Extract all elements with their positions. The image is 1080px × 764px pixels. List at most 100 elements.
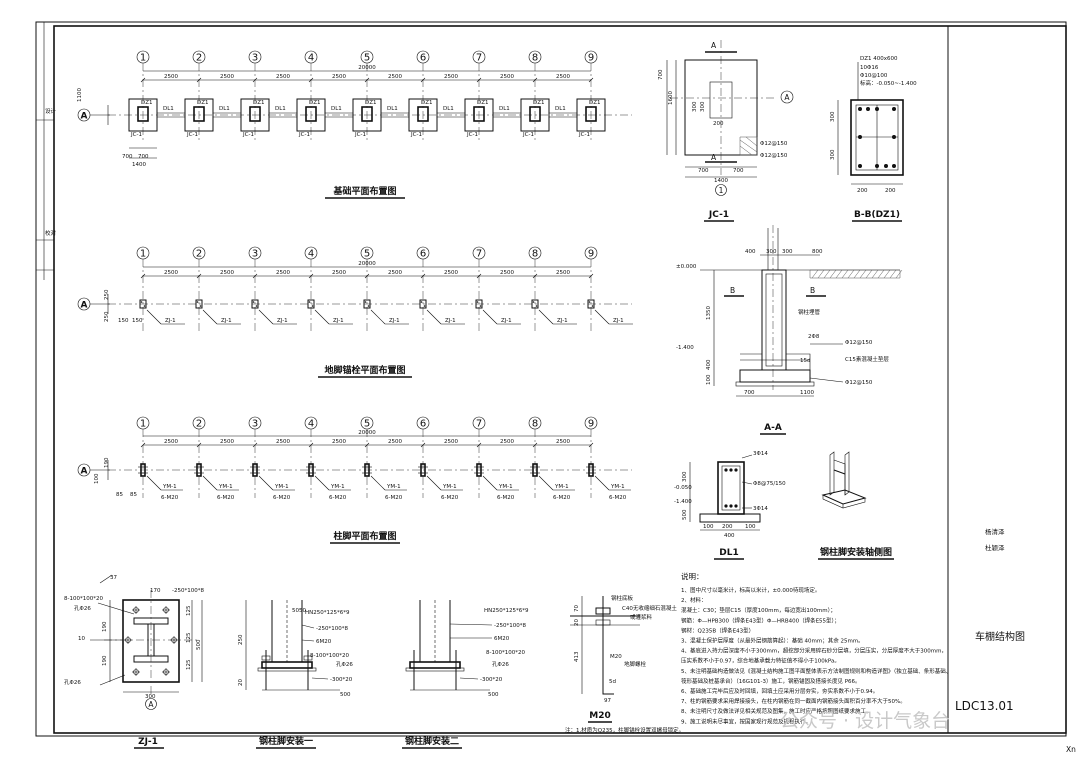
dim-tick	[140, 77, 146, 83]
dim-tick	[140, 273, 146, 279]
axis-number: 6	[420, 249, 426, 260]
jc1-section-a-top: A	[711, 41, 717, 50]
aa-note-3: 15d	[800, 358, 811, 364]
m20-title: M20	[589, 711, 610, 721]
m20-label: 6-M20	[553, 495, 571, 501]
soil-hatch	[829, 269, 837, 279]
ym1-label: YM-1	[554, 484, 569, 490]
anchor-bolt	[255, 305, 258, 307]
anchor-bolt	[308, 301, 311, 303]
axis-number: 4	[308, 419, 314, 430]
ym1-leader	[426, 475, 442, 491]
column-dz1	[361, 106, 373, 122]
axis-bubble	[304, 50, 318, 64]
m20-label: 6-M20	[497, 495, 515, 501]
jc1-label: JC-1	[130, 132, 142, 138]
install2-note-3: 6M20	[494, 636, 510, 642]
m20-label: 6-M20	[217, 495, 235, 501]
install2-dim-bottom: 500	[488, 692, 499, 698]
note-line: 筏形基础及桩基承台）（16G101-3）施工，钢筋锚固及搭接长度见 P66。	[681, 677, 861, 685]
dl1-left-dim-2: 500	[682, 509, 688, 520]
m20-label: 6-M20	[161, 495, 179, 501]
zj1-label: ZJ-1	[165, 318, 176, 324]
jc1-axis-1: 1	[719, 186, 724, 195]
ym1-leader	[594, 475, 610, 491]
soil-hatch	[871, 269, 879, 279]
anchor-bolt	[420, 301, 423, 303]
soil-hatch	[859, 269, 867, 279]
dim-tick	[252, 442, 258, 448]
axis-bubble	[248, 246, 262, 260]
axis-bubble	[248, 50, 262, 64]
dim-tick	[532, 442, 538, 448]
install1-top-dim-2: 50	[299, 608, 306, 614]
axis-number: 3	[252, 53, 258, 64]
dim-tick	[476, 273, 482, 279]
dim-tick	[252, 77, 258, 83]
zj1-title: ZJ-1	[138, 737, 158, 747]
dl1-dim-4: 400	[724, 533, 735, 539]
aa-top-dim-4: 800	[812, 249, 823, 255]
dl1-label: DL1	[387, 106, 398, 112]
bay-dim: 2500	[388, 439, 402, 445]
anchor-bolt	[199, 305, 202, 307]
total-dim: 20000	[358, 261, 376, 267]
zj1-dim-left-2: 190	[102, 655, 108, 666]
bb-note-2: 10Φ16	[860, 65, 879, 71]
dl1-label: DL1	[275, 106, 286, 112]
m20-detail: 钢柱底板 C40无收缩细石混凝土 或灌浆料 M20 地脚螺栓 5d 70 20 …	[565, 594, 684, 734]
axis-number: 8	[532, 53, 538, 64]
foundation-plan: 1250022500325004250052500625007250082500…	[77, 50, 632, 159]
zj1-detail: 37 170 -250*100*8 8-100*100*20 孔Φ26 10 孔…	[64, 574, 204, 749]
axis-number: 2	[196, 419, 202, 430]
axis-bubble	[360, 50, 374, 64]
bb-title: B-B(DZ1)	[854, 210, 900, 220]
note-line: 9、施工说明未尽事宜，按国家现行规范及规程执行。	[681, 717, 811, 725]
m20-note-4: M20	[610, 654, 622, 660]
rebar-dot	[884, 164, 888, 168]
jc1-dim-bottom-3: 1400	[714, 178, 728, 184]
rebar-dot	[734, 468, 738, 472]
ym1-leader	[314, 475, 330, 491]
axis-bubble	[192, 50, 206, 64]
note-line: 3、混凝土保护层厚度（从最外层钢筋算起）：基础 40mm；其余 25mm。	[681, 637, 864, 645]
rebar-dot	[875, 164, 879, 168]
dim-tick	[252, 273, 258, 279]
rebar-dot	[858, 107, 862, 111]
aa-elev-top: ±0.000	[676, 264, 697, 270]
zj1-dim-right-2: 125	[186, 632, 192, 643]
axis-bubble	[584, 416, 598, 430]
jc1-rebar-2: Φ12@150	[760, 153, 788, 159]
bb-section: DZ1 400x600 10Φ16 Φ10@100 标高：-0.050~-1.4…	[830, 56, 917, 222]
anchor-group	[475, 299, 483, 309]
install2-note-1: HN250*125*6*9	[484, 608, 529, 614]
dim-tick	[420, 273, 426, 279]
aa-dim-bottom-2: 1100	[800, 390, 814, 396]
rebar-dot	[729, 468, 733, 472]
soil-hatch	[817, 269, 825, 279]
general-notes: 说明： 1、图中尺寸以毫米计，标高以米计，±0.000待现场定。2、材料：混凝土…	[681, 571, 951, 725]
anchor-bolt	[476, 301, 479, 303]
bb-dim-left-2: 300	[830, 149, 836, 160]
axis-number: 9	[588, 419, 594, 430]
zj1-leader	[370, 309, 386, 325]
note-line: 6、基础施工完毕后应及时回填，回填土应采用分层夯实，夯实系数不小于0.94。	[681, 687, 878, 695]
axis-number: 8	[532, 419, 538, 430]
column-foot-plan-title: 柱脚平面布置图	[333, 530, 396, 542]
bb-dim-bottom-2: 200	[885, 188, 896, 194]
dl1-note-2: Φ8@75/150	[753, 481, 786, 487]
column-dz1	[585, 106, 597, 122]
bay-dim: 2500	[220, 270, 234, 276]
axis-a-letter: A	[81, 467, 88, 477]
aa-note-1: 钢柱埋管	[798, 308, 821, 316]
jc1-detail: A A A 1600 700 300 300 200 Φ12@150 Φ12@1…	[658, 40, 794, 222]
axis-bubble	[416, 416, 430, 430]
axis-number: 5	[364, 419, 370, 430]
aa-note-6: Φ12@150	[845, 380, 873, 386]
note-line: 4、基底进入持力层深度不小于300mm，超挖部分采用碎石砂分层填，分层压实，分层…	[681, 647, 947, 655]
aa-top-dim-3: 300	[782, 249, 793, 255]
bolt-dim-left-1: 250	[104, 289, 110, 300]
soil-hatch	[883, 269, 891, 279]
ym1-leader	[146, 475, 162, 491]
axis-bubble	[192, 246, 206, 260]
